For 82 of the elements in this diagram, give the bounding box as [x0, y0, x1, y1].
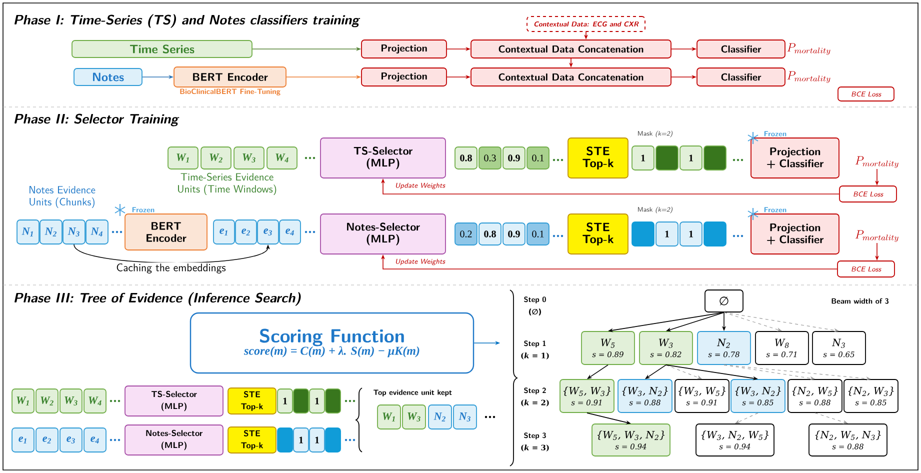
selector-box: Notes-Selector (MLP)	[124, 424, 224, 456]
mask-cell	[325, 428, 341, 452]
process-box: Projection	[361, 40, 447, 58]
evidence-unit-box: e$_{1}$	[213, 220, 235, 244]
mask-cell: 1	[277, 388, 293, 414]
mask-cell	[293, 388, 309, 414]
caption-text: Time-Series Evidence Units (Time Windows)	[178, 172, 276, 196]
evidence-unit-box: N$_{4}$	[86, 220, 108, 244]
selector-box: TS-Selector (MLP)	[320, 138, 446, 178]
evidence-unit-box: W$_{1}$	[12, 388, 34, 414]
score-box: 0.1	[526, 146, 550, 170]
score-box: 0.9	[502, 222, 526, 246]
caption-text: Notes Evidence Units (Chunks)	[30, 186, 96, 208]
process-box: Contextual Data Concatenation	[470, 68, 672, 86]
phase-heading: Phase III: Tree of Evidence (Inference Search)	[14, 292, 301, 306]
mask-cell	[277, 428, 293, 452]
process-box: Projection + Classifier	[750, 214, 840, 254]
ste-box: STE Top-k	[568, 214, 628, 254]
ste-box: STE Top-k	[568, 138, 628, 178]
edge-label: Caching the embeddings	[115, 262, 227, 274]
mask-cell: 1	[632, 146, 654, 170]
process-box: Contextual Data Concatenation	[470, 40, 672, 58]
mask-cell	[632, 222, 654, 246]
process-box: Projection + Classifier	[750, 138, 840, 178]
mask-cell	[656, 146, 678, 170]
process-box: Classifier	[696, 40, 786, 58]
probability-text: $P_{mortality}$	[855, 230, 898, 242]
input-box: Notes	[74, 68, 142, 86]
evidence-unit-box: W$_{3}$	[60, 388, 82, 414]
probability-text: $P_{mortality}$	[787, 43, 830, 55]
evidence-unit-box: N$_{1}$	[16, 220, 40, 244]
mask-cell	[704, 146, 726, 170]
score-box: 0.8	[478, 222, 502, 246]
mask-cell	[704, 222, 726, 246]
evidence-unit-box: e$_{3}$	[60, 428, 82, 452]
evidence-unit-box: W$_{2}$	[200, 146, 232, 170]
evidence-unit-box: e$_{2}$	[235, 220, 257, 244]
score-box: 0.3	[478, 146, 502, 170]
ste-box: STE Top-k	[228, 388, 276, 414]
scoring-function-box: Scoring Function score(m) = C(m) + λ. S(m) − μK(m)	[190, 312, 474, 374]
evidence-unit-box: W$_{1}$	[377, 404, 401, 430]
evidence-unit-box: e$_{4}$	[84, 428, 106, 452]
probability-text: $P_{mortality}$	[787, 71, 830, 83]
encoder-box: BERT Encoder	[174, 66, 286, 88]
score-box: 0.1	[526, 222, 550, 246]
process-box: Projection	[361, 68, 447, 86]
mask-cell: 1	[309, 428, 325, 452]
mask-cell: 1	[680, 146, 702, 170]
evidence-unit-box: e$_{3}$	[257, 220, 279, 244]
mask-cell	[325, 388, 341, 414]
arrow	[666, 364, 702, 380]
arrow	[724, 312, 782, 332]
evidence-unit-box: N$_{2}$	[40, 220, 62, 244]
evidence-unit-box: e$_{1}$	[12, 428, 34, 452]
mask-cell: 1	[656, 222, 678, 246]
evidence-unit-box: N$_{3}$	[62, 220, 86, 244]
probability-text: $P_{mortality}$	[855, 156, 898, 168]
phase-heading: Phase II: Selector Training	[14, 114, 180, 126]
mask-cell: 1	[293, 428, 309, 452]
evidence-unit-box: e$_{4}$	[279, 220, 301, 244]
ste-box: STE Top-k	[228, 426, 276, 454]
evidence-unit-box: W$_{3}$	[234, 146, 264, 170]
evidence-unit-box: W$_{4}$	[84, 388, 106, 414]
evidence-unit-box: W$_{2}$	[36, 388, 58, 414]
score-box: 0.9	[502, 146, 526, 170]
encoder-box: BERT Encoder	[124, 214, 208, 250]
input-box: Time Series	[72, 40, 252, 58]
phase-heading: Phase I: Time-Series (TS) and Notes classifiers training	[14, 14, 360, 28]
score-box: 0.2	[454, 222, 478, 246]
score-box: 0.8	[454, 146, 478, 170]
evidence-unit-box: W$_{1}$	[168, 146, 198, 170]
evidence-unit-box: W$_{4}$	[266, 146, 298, 170]
process-box: Classifier	[696, 68, 786, 86]
tree-node-box: ∅	[704, 290, 744, 312]
evidence-unit-box: e$_{2}$	[36, 428, 58, 452]
mask-cell: 1	[309, 388, 325, 414]
evidence-unit-box: W$_{3}$	[402, 404, 426, 430]
selector-box: Notes-Selector (MLP)	[320, 214, 446, 254]
evidence-unit-box: N$_{3}$	[453, 404, 477, 430]
evidence-unit-box: N$_{2}$	[428, 404, 452, 430]
selector-box: TS-Selector (MLP)	[124, 386, 224, 416]
mask-cell: 1	[680, 222, 702, 246]
